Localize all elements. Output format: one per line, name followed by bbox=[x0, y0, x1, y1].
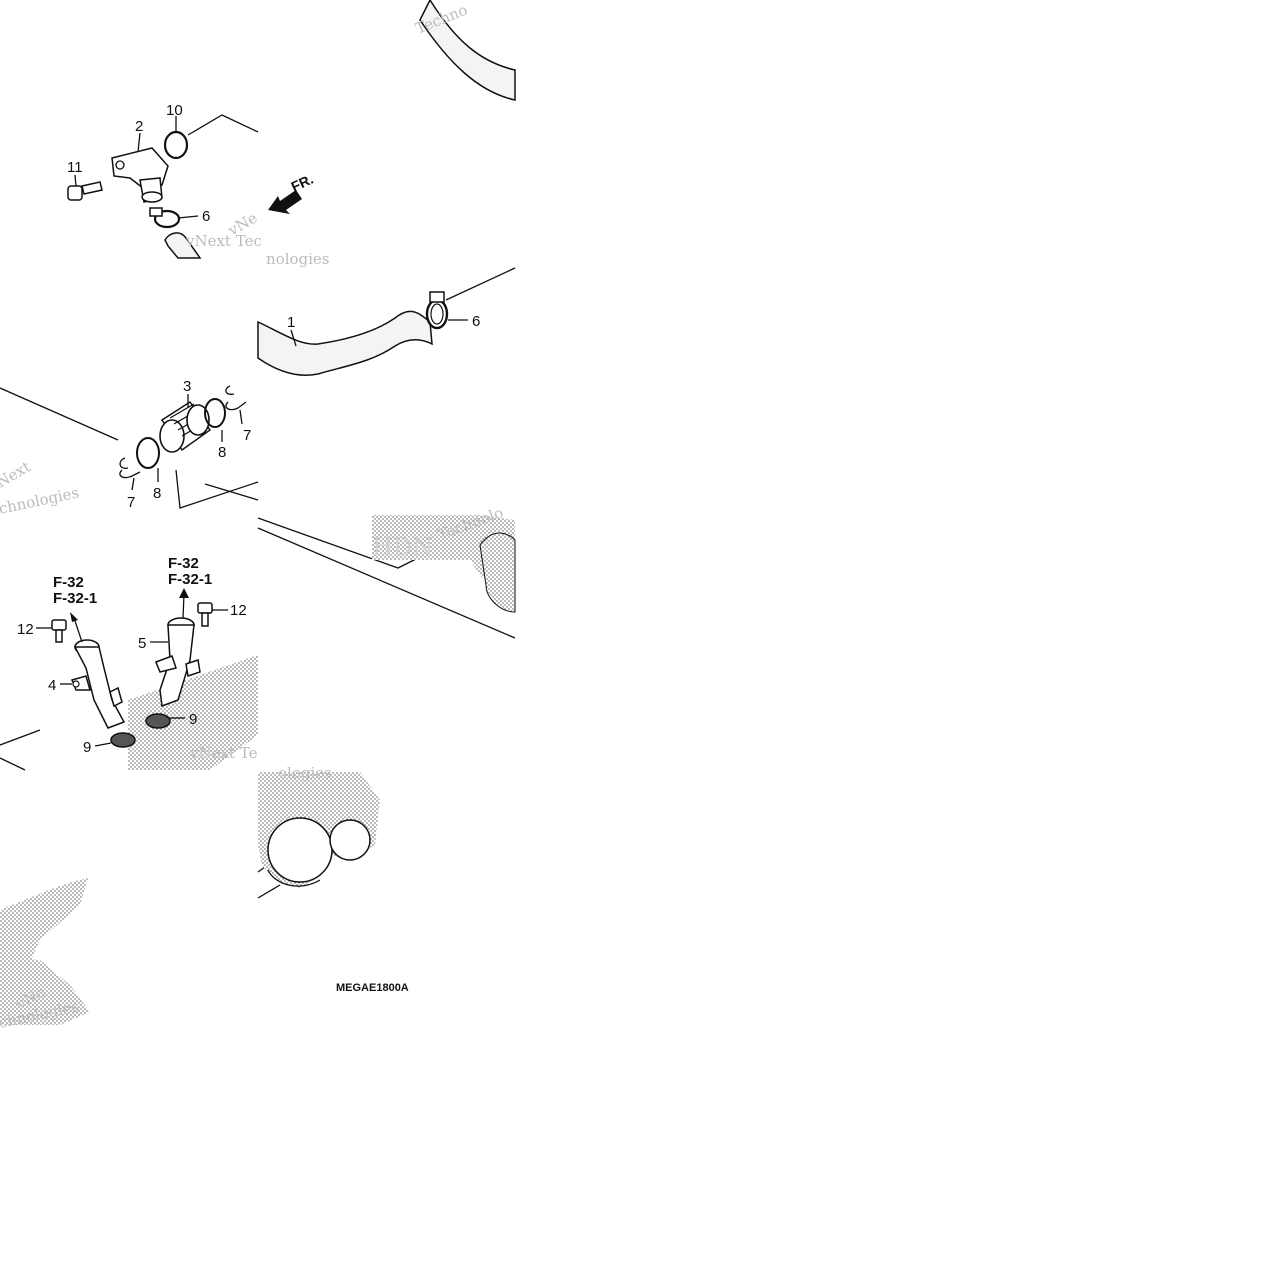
front-arrow-icon: FR. bbox=[268, 171, 316, 214]
callout-2: 2 bbox=[135, 118, 143, 135]
callout-4: 4 bbox=[48, 677, 56, 694]
callout-9-right: 9 bbox=[189, 711, 197, 728]
part-11-bolt bbox=[67, 181, 103, 201]
callout-9-left: 9 bbox=[83, 739, 91, 756]
part-9-seal-left bbox=[110, 732, 136, 748]
callout-12-right: 12 bbox=[230, 602, 247, 619]
callout-11: 11 bbox=[67, 159, 83, 176]
part-6-clamp-lower bbox=[425, 267, 516, 330]
watermark-6: chnologies bbox=[0, 483, 81, 518]
callout-10: 10 bbox=[166, 102, 183, 119]
engine-halftone-mid bbox=[372, 515, 515, 578]
part-5-pipe bbox=[155, 617, 201, 708]
part-7-clip-left bbox=[119, 457, 141, 479]
part-12-bolt-right bbox=[197, 602, 213, 627]
watermark-2: vNext Tec bbox=[185, 232, 262, 250]
reference-arrow-left bbox=[70, 612, 83, 643]
part-7-clip-right bbox=[225, 385, 247, 411]
watermark-5: Next bbox=[0, 458, 34, 492]
part-1-water-hose bbox=[257, 310, 433, 376]
engine-block-detail bbox=[258, 772, 380, 888]
watermark-9: ologies bbox=[278, 764, 332, 782]
part-2-elbow bbox=[111, 147, 169, 203]
reference-labels: F-32 F-32-1 F-32 F-32-1 bbox=[53, 555, 212, 607]
part-3-sleeve bbox=[159, 400, 212, 453]
part-12-bolt-left bbox=[51, 619, 67, 643]
callout-3: 3 bbox=[183, 378, 191, 395]
hose-top-segment bbox=[419, 0, 516, 101]
engine-halftone-lower bbox=[128, 655, 258, 770]
part-6-clamp-upper bbox=[149, 207, 181, 229]
callout-7-right: 7 bbox=[243, 427, 251, 444]
callout-7-left: 7 bbox=[127, 494, 135, 511]
engine-halftone-bottom bbox=[0, 955, 90, 1025]
front-arrow-label: FR. bbox=[289, 171, 316, 195]
watermark-3: nologies bbox=[266, 250, 330, 268]
reference-left-line2: F-32-1 bbox=[53, 590, 97, 607]
reference-left-line1: F-32 bbox=[53, 574, 84, 591]
callout-6-lower: 6 bbox=[472, 313, 480, 330]
callout-8-right: 8 bbox=[218, 444, 226, 461]
watermark-12: HDN bbox=[372, 533, 433, 561]
part-8-o-ring-left bbox=[136, 437, 160, 469]
reference-right-line2: F-32-1 bbox=[168, 571, 212, 588]
part-10-o-ring bbox=[163, 130, 189, 160]
callout-6-upper: 6 bbox=[202, 208, 210, 225]
hose-upper-stub bbox=[164, 232, 202, 259]
callout-labels: 1 2 3 4 5 6 6 7 7 8 8 9 9 10 11 12 12 bbox=[17, 102, 480, 756]
part-8-o-ring-right bbox=[204, 398, 226, 428]
engine-halftone-right bbox=[479, 532, 516, 613]
callout-5: 5 bbox=[138, 635, 146, 652]
part-4-pipe bbox=[70, 639, 126, 729]
diagram-code: MEGAE1800A bbox=[336, 982, 409, 994]
watermark-8: vNext Te bbox=[189, 744, 258, 762]
reference-right-line1: F-32 bbox=[168, 555, 199, 572]
callout-8-left: 8 bbox=[153, 485, 161, 502]
leader-lines bbox=[36, 116, 468, 747]
reference-arrow-right bbox=[179, 588, 189, 619]
part-9-seal-right bbox=[145, 713, 171, 729]
frame-lines bbox=[0, 114, 516, 899]
callout-1: 1 bbox=[287, 314, 295, 331]
callout-12-left: 12 bbox=[17, 621, 34, 638]
